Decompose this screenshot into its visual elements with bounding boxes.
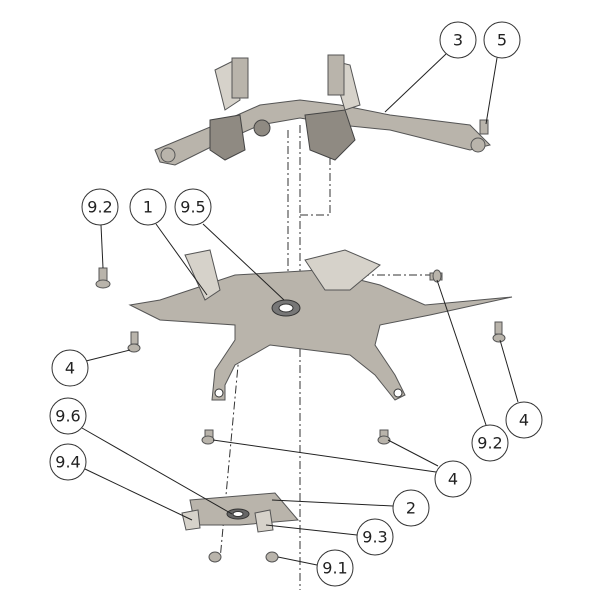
part-3-top-bracket xyxy=(154,54,491,166)
svg-text:9.1: 9.1 xyxy=(322,559,347,578)
svg-text:3: 3 xyxy=(453,31,463,50)
callout-9-5: 9.5 xyxy=(174,188,212,226)
svg-text:9.6: 9.6 xyxy=(55,407,80,426)
callout-9-2-left: 9.2 xyxy=(81,188,119,226)
callout-4-bottom: 4 xyxy=(434,460,472,498)
callout-9-3: 9.3 xyxy=(356,518,394,556)
callout-1: 1 xyxy=(129,188,167,226)
svg-text:9.3: 9.3 xyxy=(362,528,387,547)
part-2-bottom-bracket xyxy=(181,492,300,533)
screws xyxy=(95,267,506,563)
callout-9-4: 9.4 xyxy=(49,443,87,481)
svg-text:5: 5 xyxy=(497,31,507,50)
callout-9-2-right: 9.2 xyxy=(471,424,509,462)
callout-4-right: 4 xyxy=(505,401,543,439)
part-1-main-plate xyxy=(128,249,513,401)
svg-text:4: 4 xyxy=(519,411,529,430)
callout-3: 3 xyxy=(439,21,477,59)
svg-text:9.2: 9.2 xyxy=(477,434,502,453)
callout-2: 2 xyxy=(392,489,430,527)
svg-text:9.4: 9.4 xyxy=(55,453,80,472)
callout-9-1: 9.1 xyxy=(316,549,354,587)
callout-5: 5 xyxy=(483,21,521,59)
svg-text:1: 1 xyxy=(143,198,153,217)
svg-text:2: 2 xyxy=(406,499,416,518)
leader-lines xyxy=(81,53,519,566)
centerline-main xyxy=(287,125,331,590)
svg-text:9.5: 9.5 xyxy=(180,198,205,217)
callout-4-left: 4 xyxy=(51,349,89,387)
svg-text:9.2: 9.2 xyxy=(87,198,112,217)
svg-text:4: 4 xyxy=(448,470,458,489)
callout-9-6: 9.6 xyxy=(49,397,87,435)
svg-text:4: 4 xyxy=(65,359,75,378)
